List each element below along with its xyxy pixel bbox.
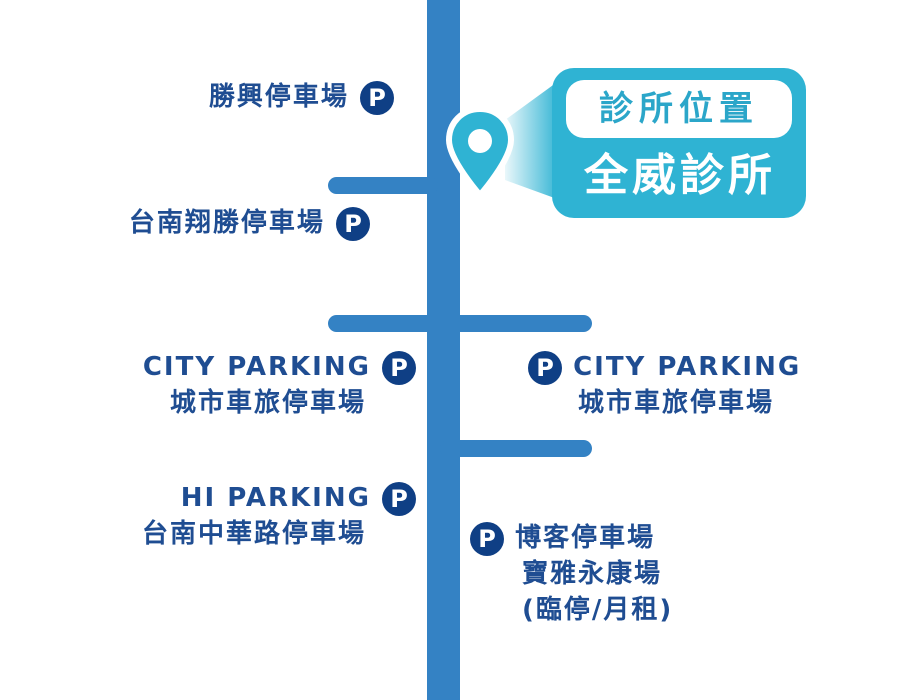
parking-icon: P — [528, 350, 562, 385]
parking-name-zh: 城市車旅停車場 — [169, 388, 366, 418]
main-road — [427, 0, 460, 700]
parking-icon: P — [360, 80, 394, 115]
parking-icon: P — [382, 350, 416, 385]
parking-label-shengxing[interactable]: 勝興停車場 P — [209, 79, 394, 115]
parking-icon: P — [336, 206, 370, 241]
clinic-location-subtitle: 診所位置 — [566, 80, 792, 138]
parking-name: 博客停車場 — [515, 523, 656, 553]
parking-label-hi-parking[interactable]: HI PARKING P 台南中華路停車場 — [142, 480, 416, 552]
parking-icon: P — [382, 481, 416, 516]
branch-road-cross — [328, 315, 592, 332]
parking-branch: 寶雅永康場 — [522, 559, 663, 589]
parking-name-en: HI PARKING — [180, 483, 371, 513]
parking-name-zh: 台南中華路停車場 — [141, 519, 366, 549]
parking-name: 台南翔勝停車場 — [128, 208, 325, 238]
branch-road-right-lower — [440, 440, 592, 457]
clinic-name: 全威診所 — [584, 150, 776, 201]
parking-name: 勝興停車場 — [208, 82, 349, 112]
parking-label-boke[interactable]: P 博客停車場 寶雅永康場 (臨停/月租) — [470, 520, 673, 628]
parking-label-tainan-xiangsheng[interactable]: 台南翔勝停車場 P — [129, 205, 370, 241]
map-pin-icon[interactable] — [445, 105, 515, 201]
parking-name-zh: 城市車旅停車場 — [578, 388, 775, 418]
parking-label-city-parking-left[interactable]: CITY PARKING P 城市車旅停車場 — [143, 349, 416, 421]
parking-note: (臨停/月租) — [522, 595, 674, 625]
parking-name-en: CITY PARKING — [573, 352, 802, 382]
parking-icon: P — [470, 521, 504, 556]
parking-name-en: CITY PARKING — [142, 352, 371, 382]
branch-road-left-upper — [328, 177, 438, 194]
parking-label-city-parking-right[interactable]: P CITY PARKING 城市車旅停車場 — [528, 349, 801, 421]
